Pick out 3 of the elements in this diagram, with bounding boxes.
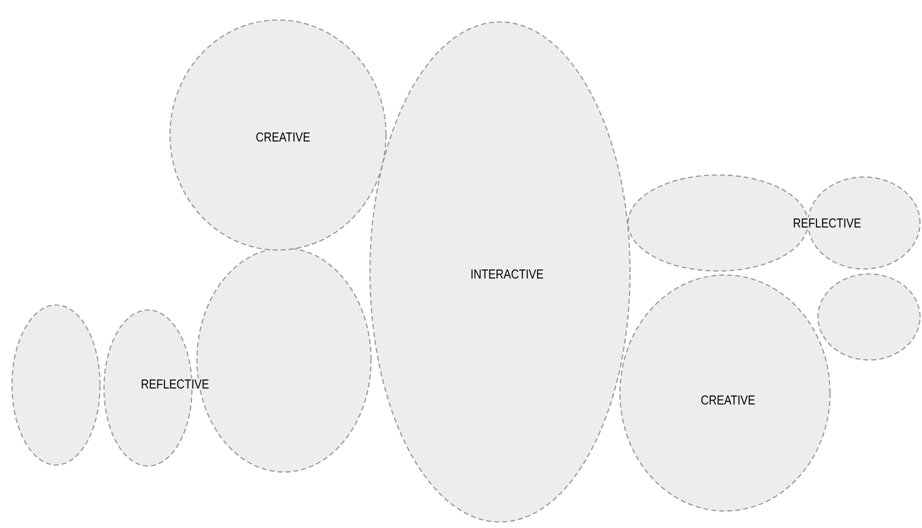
ellipse-shape	[11, 304, 101, 466]
node-label: REFLECTIVE	[794, 218, 861, 228]
ellipse-shape	[817, 273, 921, 361]
